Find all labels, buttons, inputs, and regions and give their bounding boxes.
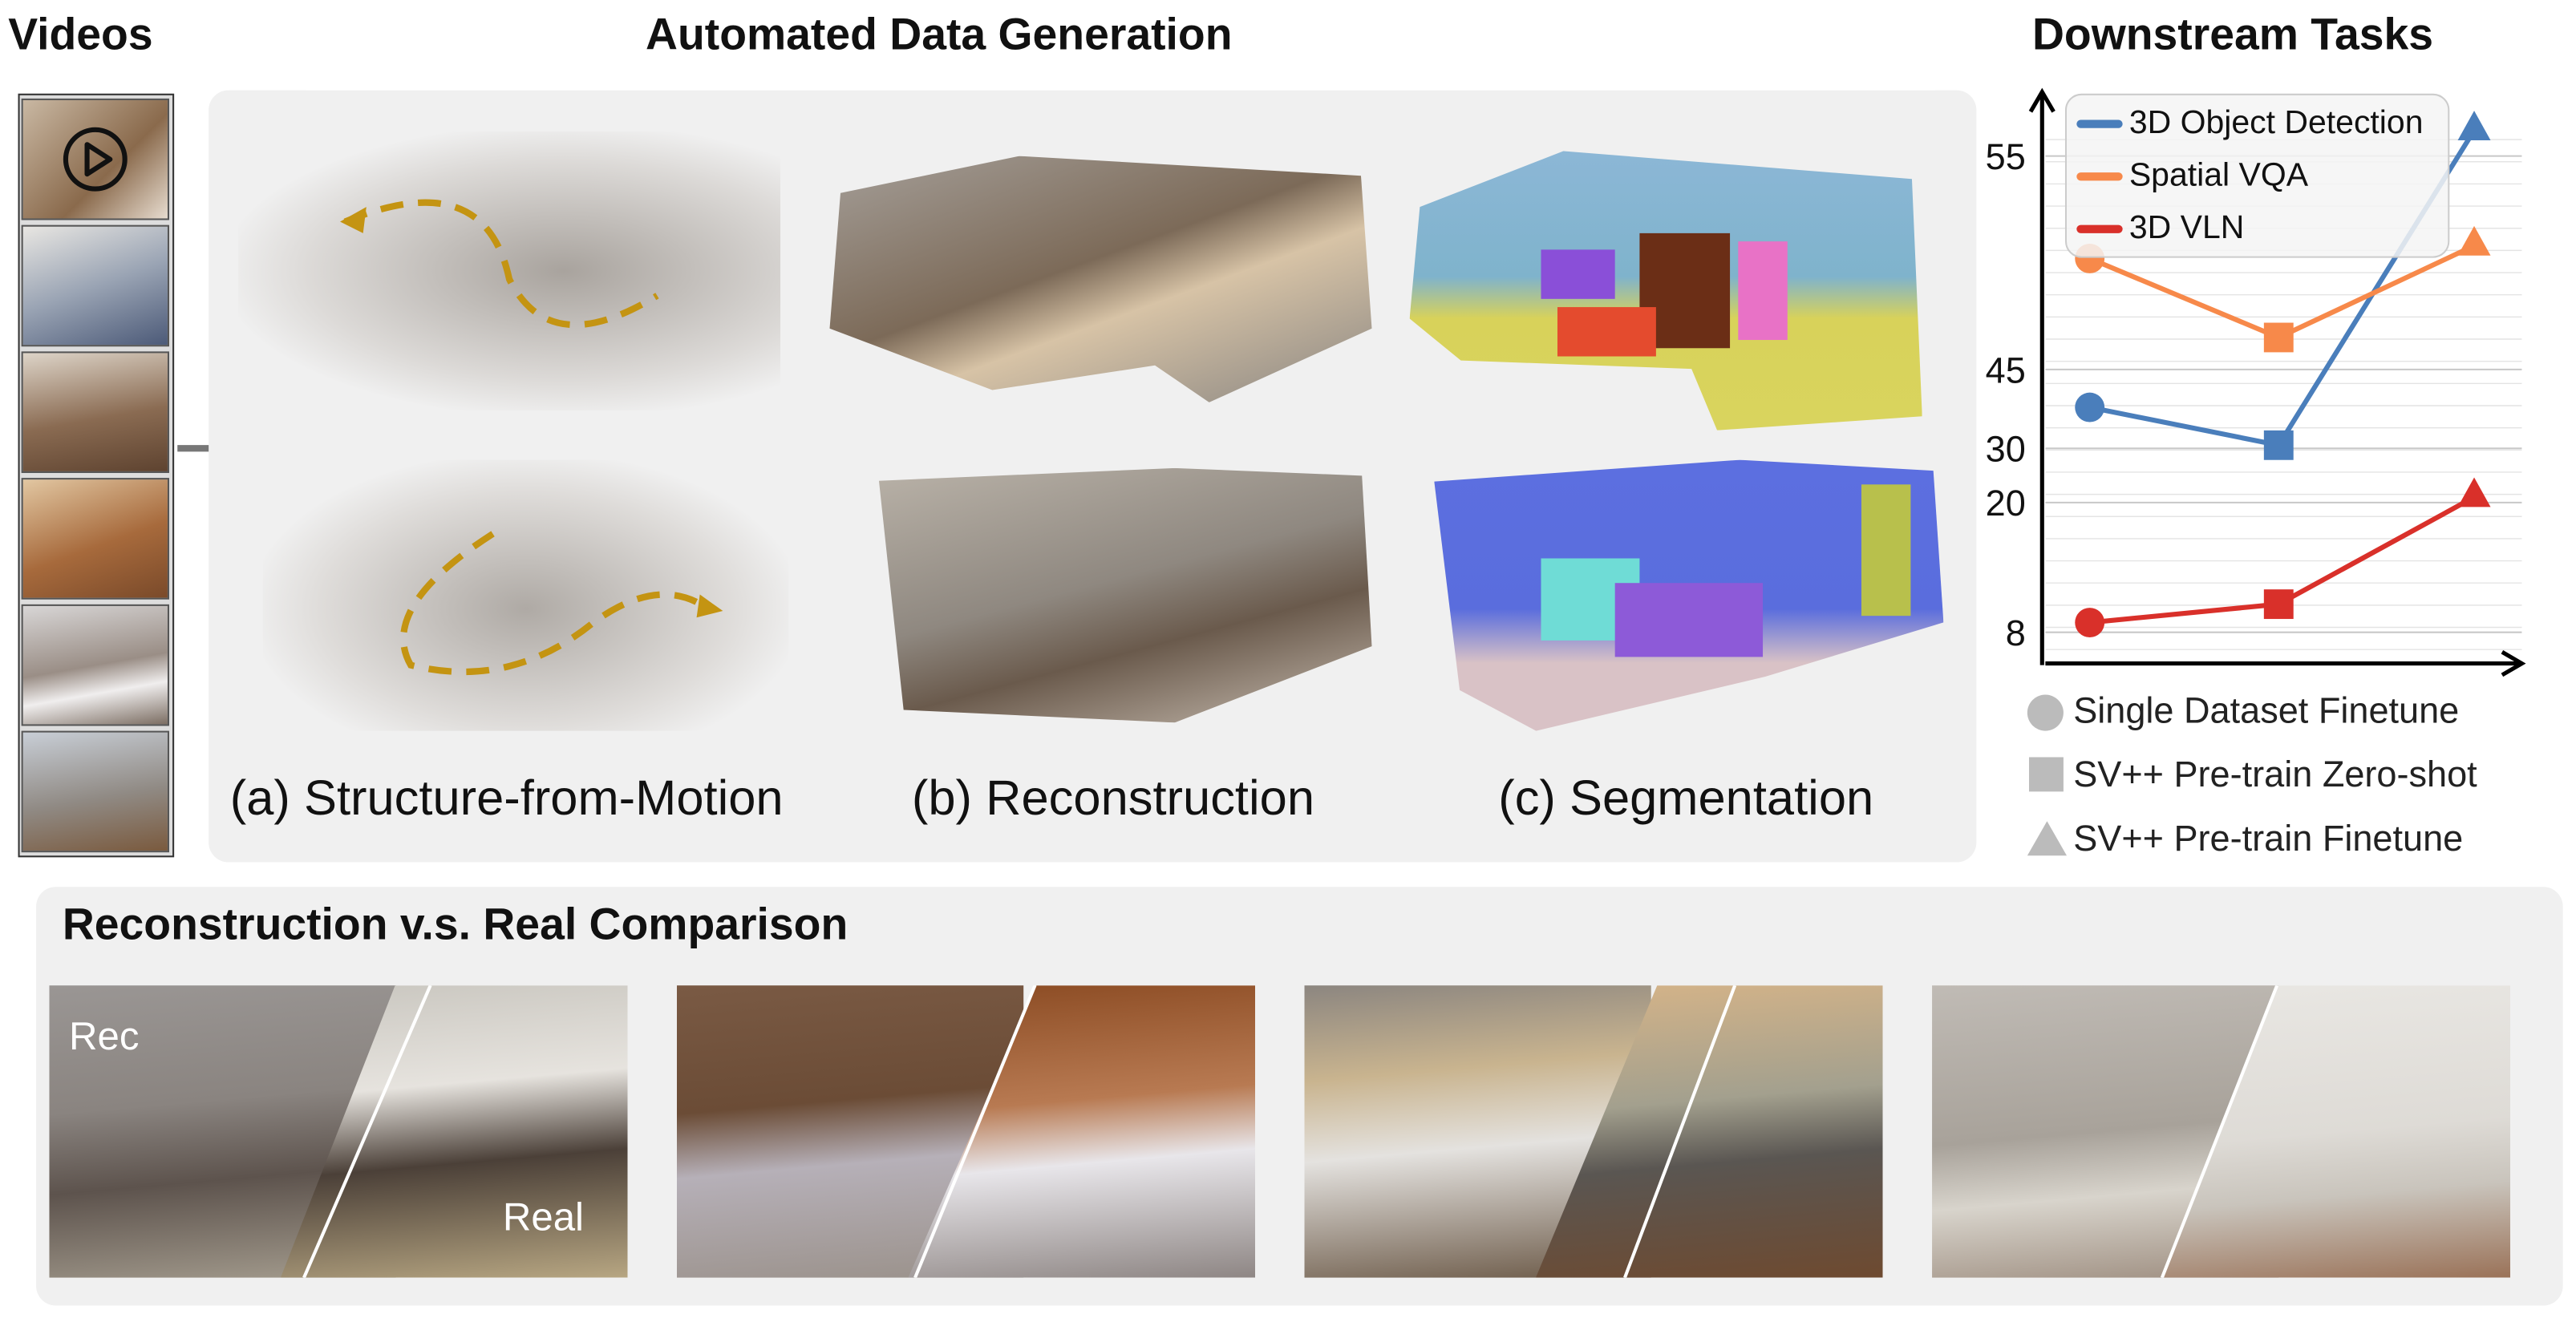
legend-label: Spatial VQA (2128, 157, 2309, 194)
marker-legend-triangle: SV++ Pre-train Finetune (2026, 818, 2519, 867)
data-point-circle (2075, 392, 2105, 422)
comparison-image: Rec Real (49, 985, 628, 1278)
data-point-circle (2075, 608, 2105, 637)
square-marker-icon (2028, 757, 2064, 792)
video-thumbnail[interactable] (21, 224, 169, 347)
marker-legend-label: SV++ Pre-train Finetune (2073, 818, 2464, 859)
marker-legend-square: SV++ Pre-train Zero-shot (2026, 754, 2519, 803)
comparison-image (676, 985, 1256, 1278)
legend-item: 3D Object Detection (2076, 105, 2424, 151)
legend-item: Spatial VQA (2076, 158, 2308, 204)
video-strip (18, 93, 175, 858)
data-point-square (2263, 430, 2294, 460)
legend-item: 3D VLN (2076, 210, 2244, 256)
stage-label-reconstruction: (b) Reconstruction (911, 771, 1315, 827)
legend-label: 3D VLN (2128, 210, 2245, 247)
y-tick-label: 30 (1986, 429, 2026, 470)
y-tick-label: 55 (1986, 136, 2026, 177)
data-point-square (2263, 589, 2294, 620)
downstream-heading: Downstream Tasks (2031, 10, 2434, 59)
video-thumbnail[interactable] (21, 478, 169, 600)
real-label: Real (502, 1195, 584, 1240)
generation-heading: Automated Data Generation (646, 10, 1233, 59)
legend-swatch (2076, 224, 2123, 233)
marker-legend-label: SV++ Pre-train Zero-shot (2073, 754, 2477, 795)
video-thumbnail[interactable] (21, 98, 169, 220)
reconstruction-mesh (829, 156, 1372, 402)
y-tick-label: 20 (1986, 483, 2026, 524)
videos-heading: Videos (8, 10, 153, 59)
comparison-image (1304, 985, 1883, 1278)
legend-swatch (2076, 172, 2123, 181)
data-point-triangle (2457, 477, 2491, 507)
marker-legend-circle: Single Dataset Finetune (2026, 689, 2459, 738)
y-tick-label: 8 (2006, 613, 2026, 653)
marker-legend-label: Single Dataset Finetune (2073, 689, 2460, 731)
camera-trajectory (340, 199, 659, 329)
circle-marker-icon (2027, 694, 2064, 731)
video-thumbnail[interactable] (21, 351, 169, 473)
stage-label-sfm: (a) Structure-from-Motion (229, 771, 784, 827)
y-tick-label: 45 (1986, 350, 2026, 390)
triangle-marker-icon (2027, 821, 2068, 856)
y-axis-arrow (2028, 87, 2056, 113)
stage-label-segmentation: (c) Segmentation (1498, 771, 1874, 827)
camera-trajectory (400, 531, 723, 676)
video-thumbnail[interactable] (21, 730, 169, 853)
sfm-point-cloud (262, 459, 789, 731)
data-point-triangle (2457, 225, 2491, 256)
x-axis-arrow (2501, 650, 2526, 677)
comparison-heading: Reconstruction v.s. Real Comparison (62, 900, 849, 950)
play-icon[interactable] (59, 123, 132, 196)
video-thumbnail[interactable] (21, 604, 169, 726)
sfm-point-cloud (238, 131, 781, 411)
legend-swatch (2076, 119, 2123, 128)
data-point-square (2263, 322, 2294, 353)
legend-label: 3D Object Detection (2128, 105, 2424, 142)
comparison-image (1932, 985, 2511, 1278)
rec-label: Rec (69, 1014, 140, 1060)
data-point-triangle (2457, 111, 2491, 140)
